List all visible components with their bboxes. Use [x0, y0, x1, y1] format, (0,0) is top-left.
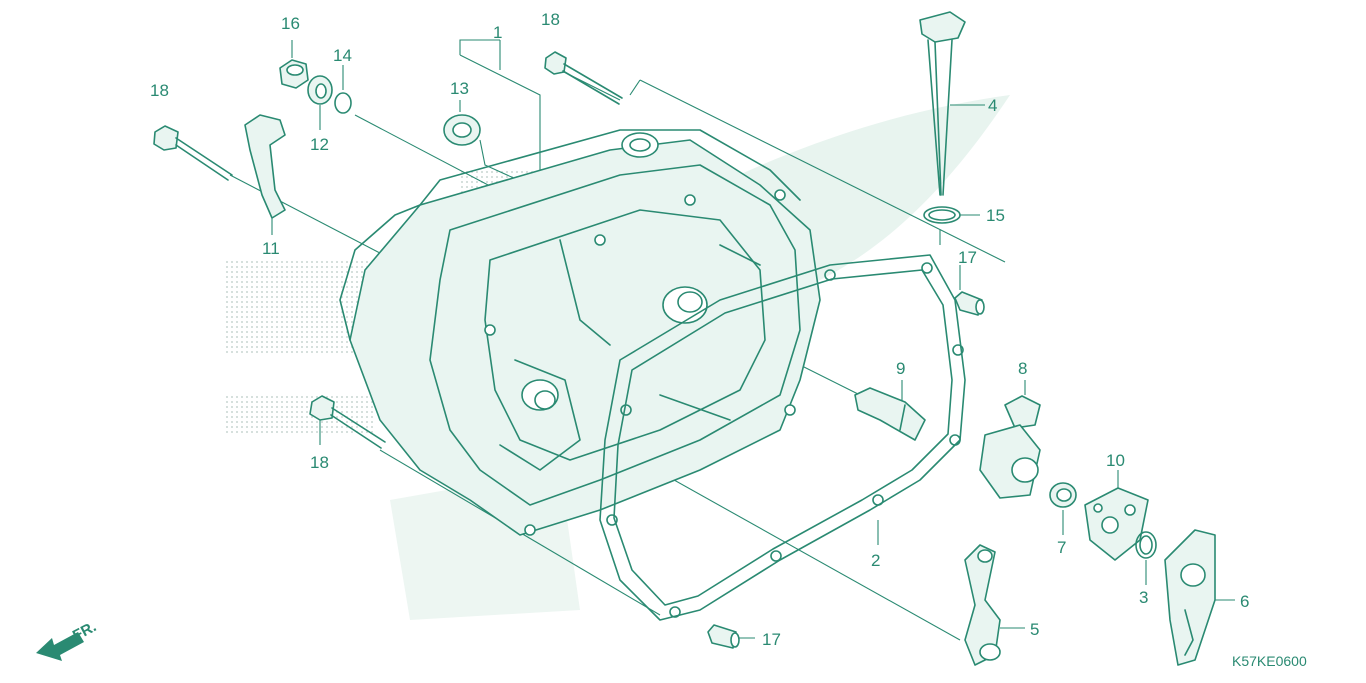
part-12-washer: [307, 75, 333, 105]
front-arrow-icon: [36, 632, 84, 661]
callout-17-lower: 17: [762, 630, 781, 649]
callout-15: 15: [986, 206, 1005, 225]
part-6-lever: [1164, 529, 1216, 666]
part-13-oil-seal: [443, 114, 481, 146]
callout-9: 9: [896, 359, 905, 378]
callout-13: 13: [450, 79, 469, 98]
part-18-bolt-top-left: [153, 125, 233, 181]
part-7-collar: [1049, 482, 1077, 508]
callout-labels: 1 2 3 4 5 6 7 8 9 10 11 12 13 14 15 16 1…: [150, 10, 1249, 649]
callout-7: 7: [1057, 538, 1066, 557]
part-15-o-ring: [923, 206, 961, 224]
callout-2: 2: [871, 551, 880, 570]
part-10-plate: [1084, 487, 1149, 561]
callout-1: 1: [493, 23, 502, 42]
part-18-bolt-lower: [309, 395, 386, 449]
part-18-bolt-top: [544, 51, 623, 105]
callout-18-left: 18: [150, 81, 169, 100]
part-11-clamp: [244, 114, 286, 219]
crankcase-cover: [339, 129, 821, 536]
callout-4: 4: [988, 96, 997, 115]
part-16-nut: [279, 59, 309, 89]
part-8-cam: [979, 395, 1041, 499]
callout-8: 8: [1018, 359, 1027, 378]
front-direction-indicator: FR.: [36, 618, 99, 661]
callout-14: 14: [333, 46, 352, 65]
callout-3: 3: [1139, 588, 1148, 607]
callout-5: 5: [1030, 620, 1039, 639]
part-17-dowel-lower: [707, 624, 740, 649]
part-9-stud: [854, 387, 926, 441]
cover-gasket: [599, 254, 966, 621]
callout-11: 11: [262, 239, 280, 258]
part-5-arm: [964, 544, 1001, 666]
part-17-dowel-upper: [954, 291, 985, 316]
callout-16: 16: [281, 14, 300, 33]
callout-17-upper: 17: [958, 248, 977, 267]
drawing-code: K57KE0600: [1232, 653, 1307, 669]
callout-18-top: 18: [541, 10, 560, 29]
part-3-o-ring: [1135, 531, 1157, 559]
callout-10: 10: [1106, 451, 1125, 470]
part-14-o-ring: [334, 92, 352, 114]
part-4-dipstick: [919, 11, 966, 196]
callout-12: 12: [310, 135, 329, 154]
callout-18-lower: 18: [310, 453, 329, 472]
callout-6: 6: [1240, 592, 1249, 611]
